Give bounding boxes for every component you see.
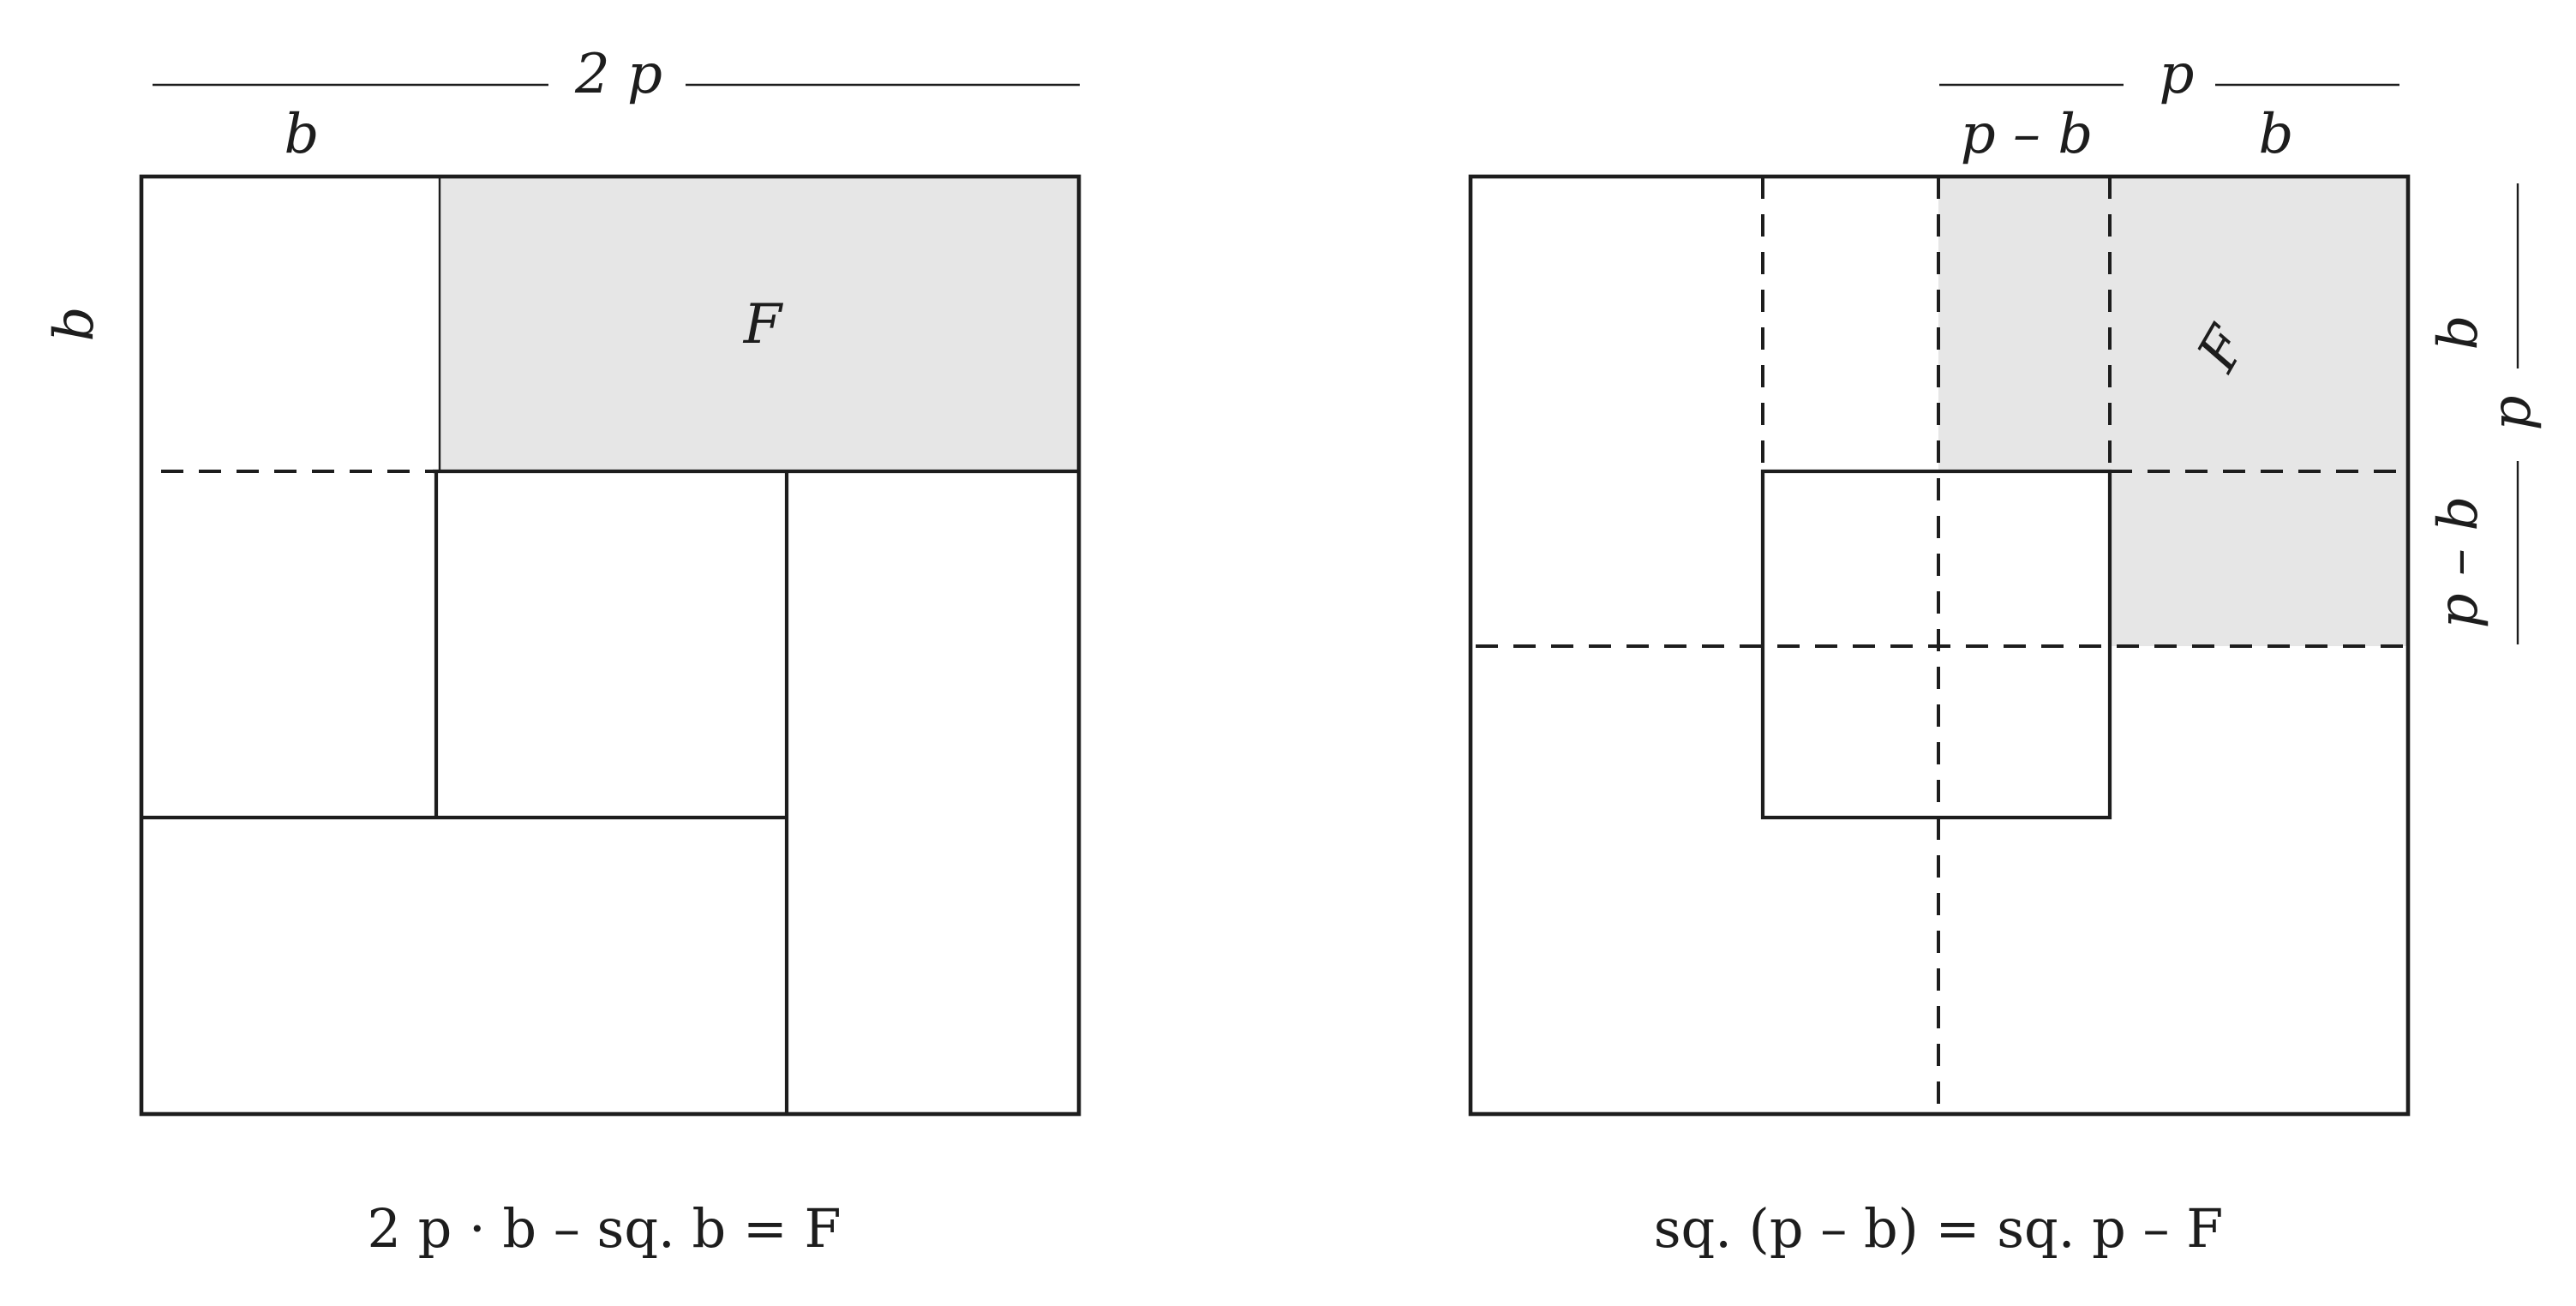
right-side-dimension-label: p xyxy=(2480,396,2543,431)
left-top-dimension-label: 2 p xyxy=(574,43,662,106)
left-top-segment-label: b xyxy=(285,103,320,166)
right-figure: p p – b b F b p – b p sq. (p – b) = sq. … xyxy=(1468,43,2543,1260)
right-side-segment-top-label: b xyxy=(2427,315,2490,350)
right-caption: sq. (p – b) = sq. p – F xyxy=(1654,1197,2224,1260)
right-top-dimension-label: p xyxy=(2160,43,2195,106)
right-top-segment-left-label: p – b xyxy=(1961,103,2094,166)
left-figure: 2 p b b F 2 p · b – sq. b = F xyxy=(43,43,1081,1260)
left-outer-square xyxy=(139,174,1081,1117)
left-shaded-region-f xyxy=(440,177,1079,470)
left-region-label: F xyxy=(743,293,784,356)
right-inner-square xyxy=(1760,469,2112,820)
right-side-segment-bottom-label: p – b xyxy=(2427,496,2490,629)
left-side-dimension-label: b xyxy=(43,307,106,342)
right-shaded-region-top xyxy=(1938,177,2408,471)
right-top-segment-right-label: b xyxy=(2259,103,2294,166)
left-caption: 2 p · b – sq. b = F xyxy=(367,1197,841,1260)
right-shaded-region-side xyxy=(2110,471,2408,646)
